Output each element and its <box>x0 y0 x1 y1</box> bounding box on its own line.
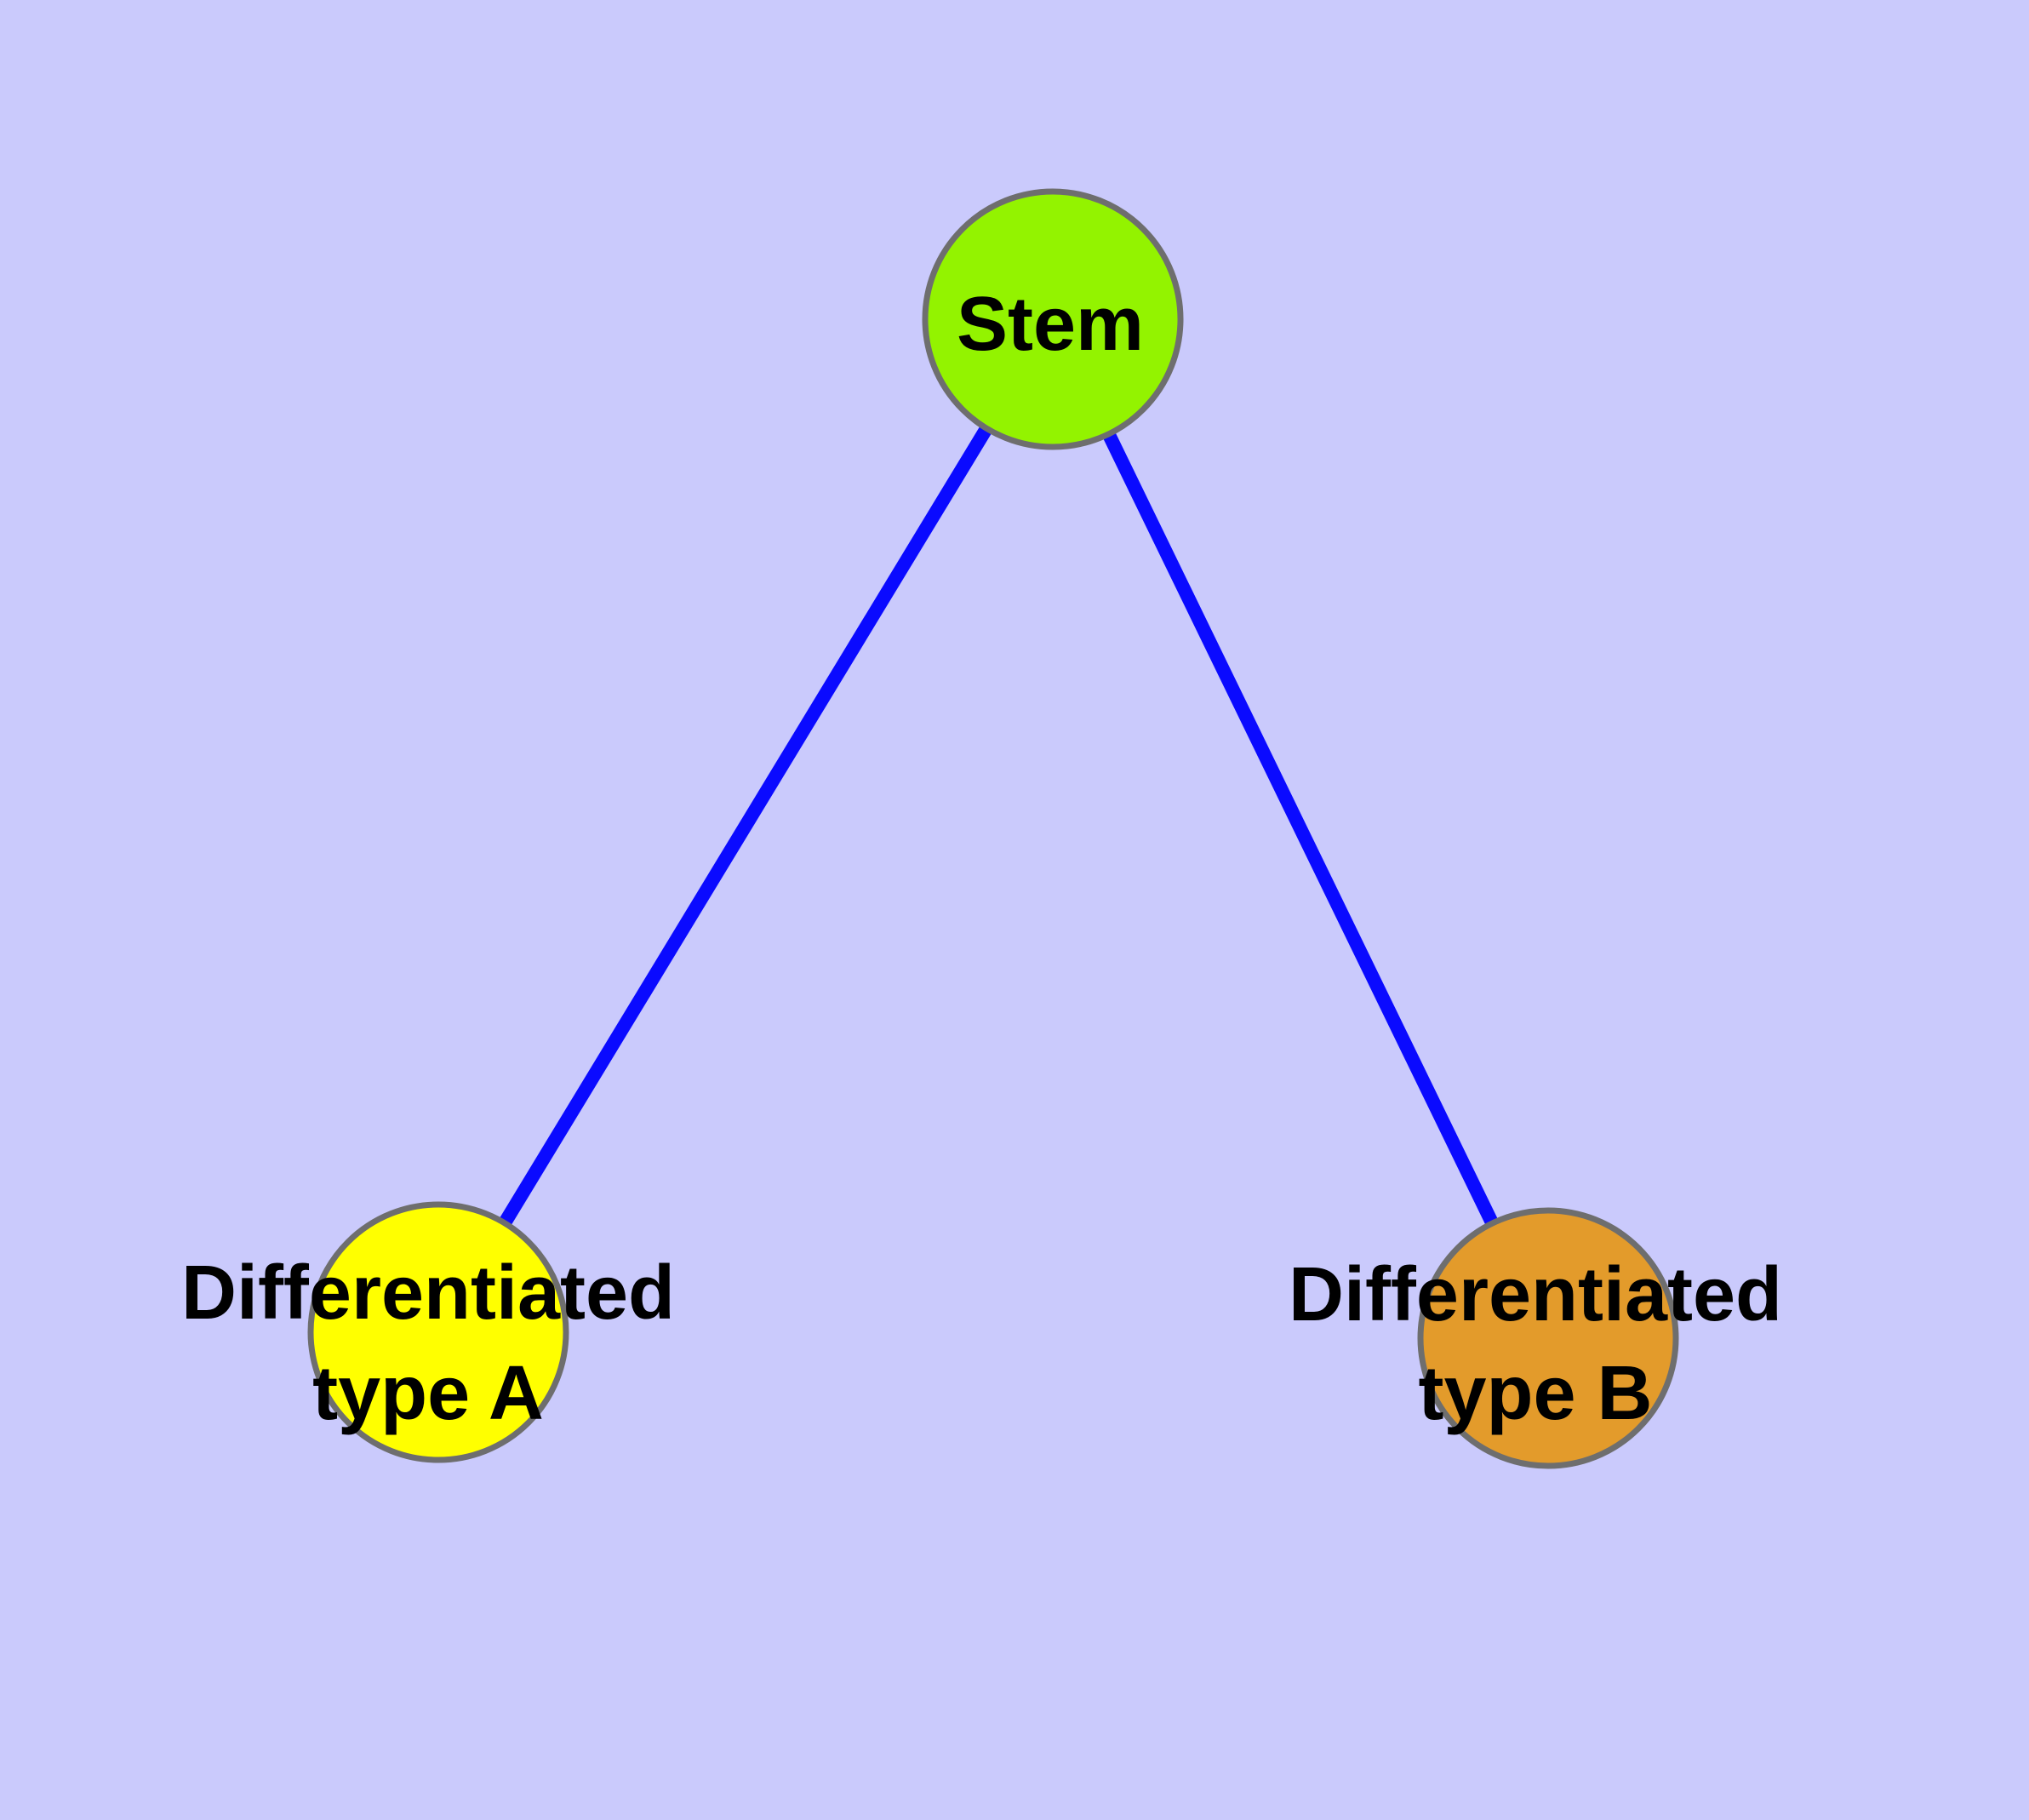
node-differentiated-type-b <box>1417 1207 1679 1469</box>
node-type-a-label-line1: Differentiated <box>181 1251 675 1336</box>
edge-stem-to-type-b <box>1046 316 1555 1342</box>
node-stem-label: Stem <box>957 282 1144 367</box>
node-type-b-label-line2: type B <box>1418 1351 1652 1436</box>
node-stem <box>922 188 1184 450</box>
node-type-a-label-line2: type A <box>312 1351 544 1436</box>
node-type-b-label-line1: Differentiated <box>1289 1252 1782 1337</box>
edge-stem-to-type-a <box>432 315 1059 1336</box>
node-differentiated-type-a <box>307 1201 569 1463</box>
